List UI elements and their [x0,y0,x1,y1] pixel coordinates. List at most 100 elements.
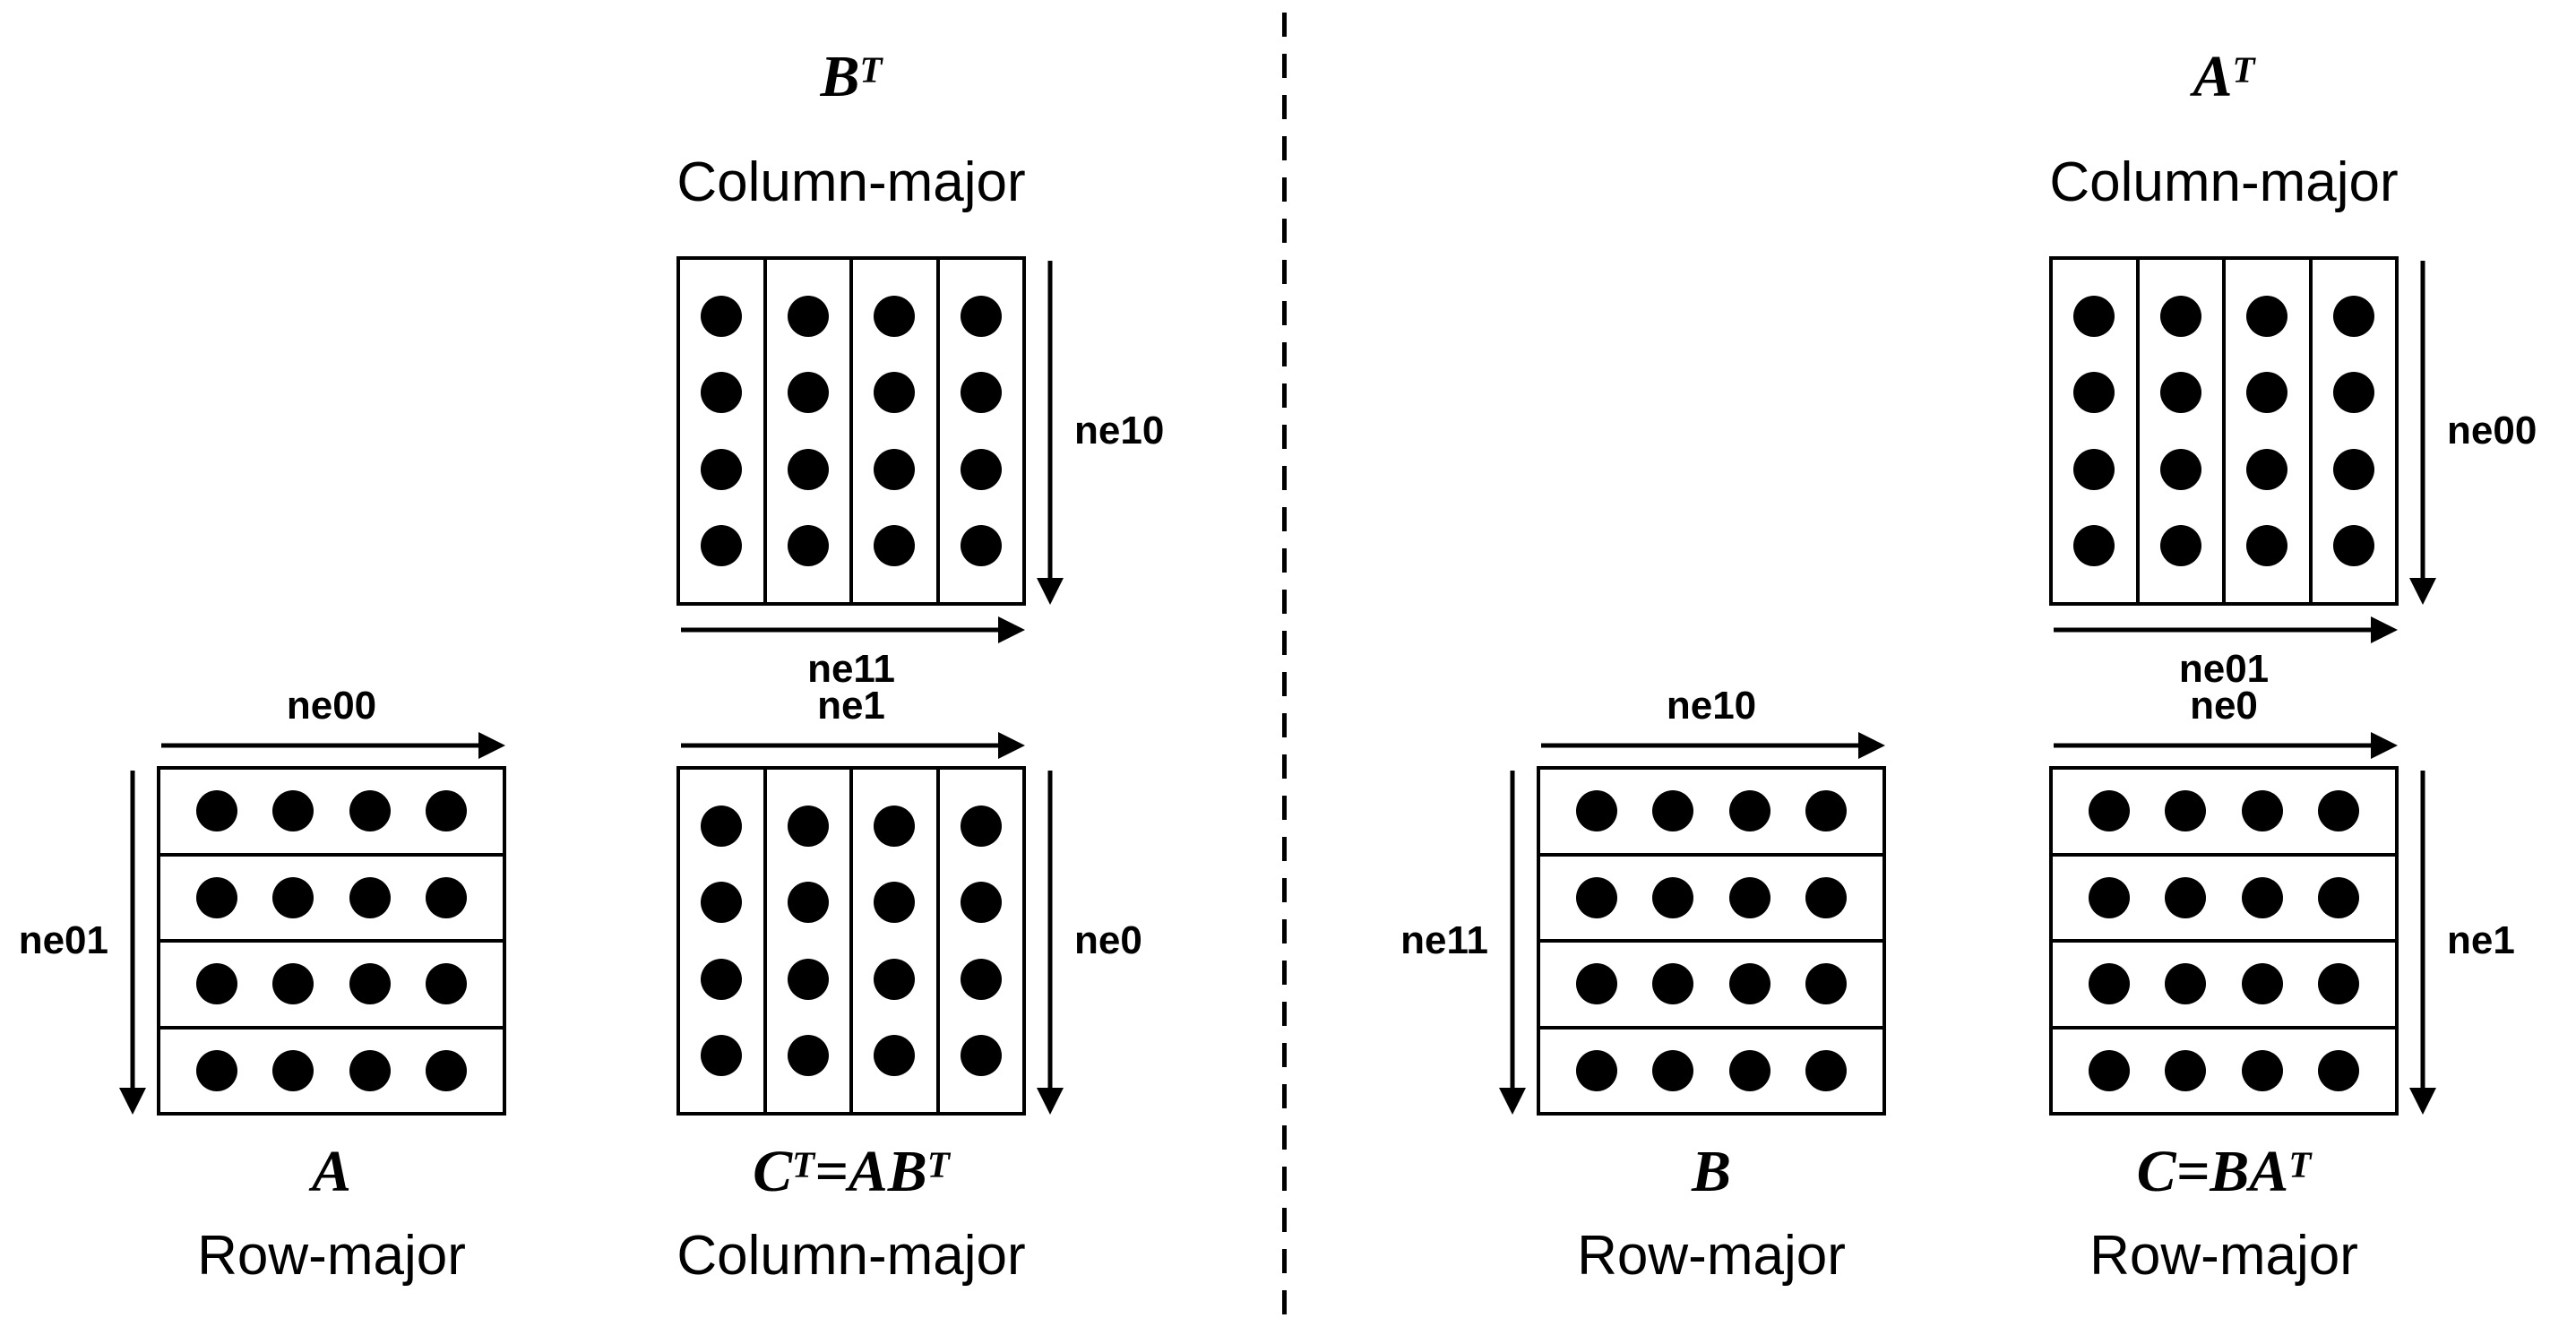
matrix-element-dot [960,295,1002,337]
right-arrow-icon [677,730,1025,761]
matrix-element-dot [349,876,391,918]
matrix-element-dot [787,525,829,567]
axis-label-ne0: ne0 [1074,918,1142,962]
matrix-group-c-transpose: ne1 ne0 CT=ABT Column-major [676,684,1142,1287]
matrix-column [940,260,1023,602]
matrix-element-dot [2073,372,2115,414]
matrix-column [2053,260,2140,602]
matrix-element-dot [1575,876,1617,918]
matrix-grid-a-transpose [2049,256,2399,606]
matrix-element-dot [874,295,916,337]
matrix-element-dot [787,805,829,847]
matrix-row [1540,857,1882,943]
matrix-element-dot [2165,790,2207,832]
matrix-element-dot [1575,963,1617,1005]
matrix-group-b: ne10 ne11 B Row-major [1400,684,1886,1287]
matrix-row [160,1030,503,1113]
right-arrow-icon [2050,615,2398,645]
matrix-element-dot [787,1035,829,1077]
matrix-grid-b-transpose [676,256,1026,606]
matrix-element-dot [2241,963,2283,1005]
matrix-grid-c [2049,766,2399,1116]
right-arrow-icon [677,615,1025,645]
caption-b-transpose: BT Column-major [676,44,1025,215]
axis-right-ne0: ne0 [1035,766,1142,1116]
axis-top-ne10: ne10 [1537,684,1886,761]
matrix-element-dot [195,790,237,832]
matrix-grid-a [157,766,506,1116]
axis-top-ne0: ne0 [2049,684,2399,761]
caption-a-transpose: AT Column-major [2049,44,2398,215]
matrix-element-dot [2165,876,2207,918]
matrix-element-dot [349,963,391,1005]
matrix-element-dot [272,876,314,918]
matrix-element-dot [787,882,829,924]
matrix-element-dot [349,1049,391,1091]
matrix-title: CT=ABT [753,1139,950,1204]
caption-a: A Row-major [197,1139,466,1288]
matrix-element-dot [701,448,743,490]
matrix-element-dot [1652,1049,1694,1091]
matrix-element-dot [1805,790,1848,832]
matrix-element-dot [2159,372,2201,414]
matrix-element-dot [874,805,916,847]
memory-layout-label: Row-major [197,1224,466,1287]
matrix-element-dot [1805,876,1848,918]
axis-label-ne1: ne1 [817,683,885,728]
axis-label-ne11: ne11 [1400,918,1488,962]
matrix-element-dot [1728,790,1770,832]
matrix-element-dot [2318,790,2360,832]
matrix-element-dot [1652,876,1694,918]
matrix-element-dot [2246,295,2288,337]
matrix-element-dot [874,882,916,924]
axis-label-ne01: ne01 [2178,647,2270,691]
matrix-element-dot [426,876,468,918]
matrix-grid-b [1537,766,1886,1116]
matrix-element-dot [2241,790,2283,832]
matrix-element-dot [2073,448,2115,490]
matrix-element-dot [701,958,743,1000]
down-arrow-icon [1035,767,1065,1115]
axis-right-ne10: ne10 [1035,256,1164,606]
caption-c-transpose: CT=ABT Column-major [676,1139,1025,1288]
matrix-element-dot [2332,295,2374,337]
matrix-element-dot [1728,1049,1770,1091]
matrix-element-dot [2088,1049,2130,1091]
matrix-column [853,770,940,1112]
matrix-element-dot [787,372,829,414]
down-arrow-icon [2408,767,2438,1115]
matrix-column [680,260,767,602]
panel-divider-dashed-line [1282,13,1287,1331]
axis-top-ne00: ne00 [157,684,506,761]
matrix-element-dot [701,882,743,924]
matrix-element-dot [701,295,743,337]
matrix-column [2226,260,2313,602]
down-arrow-icon [1497,767,1528,1115]
matrix-element-dot [1805,963,1848,1005]
matrix-title: BT [820,44,883,110]
matrix-element-dot [874,1035,916,1077]
matrix-element-dot [1575,790,1617,832]
axis-left-ne01: ne01 [19,766,148,1116]
matrix-element-dot [874,525,916,567]
matrix-row [2053,1030,2395,1113]
matrix-element-dot [787,958,829,1000]
matrix-element-dot [1728,963,1770,1005]
matrix-element-dot [960,372,1002,414]
matrix-group-a-transpose: AT Column-major ne00 ne01 [2049,44,2537,691]
down-arrow-icon [117,767,148,1115]
matrix-element-dot [960,448,1002,490]
matrix-element-dot [426,963,468,1005]
matrix-group-a: ne00 ne01 A Row-major [19,684,506,1287]
down-arrow-icon [2408,257,2438,605]
axis-label-ne10: ne10 [1074,408,1165,452]
matrix-element-dot [701,525,743,567]
right-arrow-icon [1538,730,1885,761]
axis-label-ne10: ne10 [1666,683,1757,728]
matrix-element-dot [272,1049,314,1091]
matrix-element-dot [1805,1049,1848,1091]
matrix-group-c: ne0 ne1 C=BAT Row-major [2049,684,2515,1287]
matrix-element-dot [1728,876,1770,918]
matrix-element-dot [2159,295,2201,337]
